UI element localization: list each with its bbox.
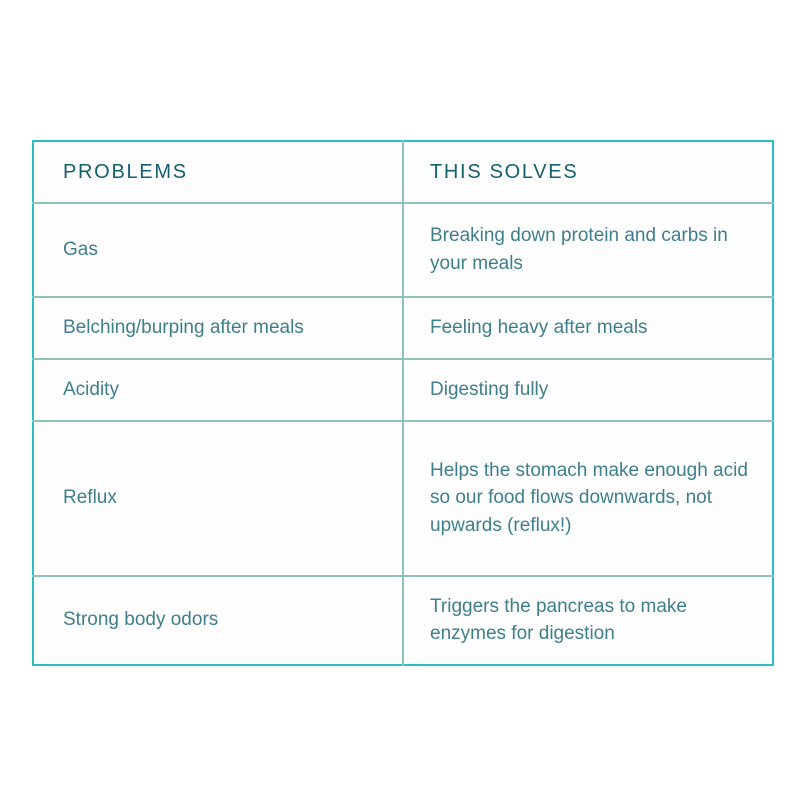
table-row: Strong body odors Triggers the pancreas …	[33, 575, 773, 665]
cell-solution: Digesting fully	[402, 359, 773, 422]
table-row: Reflux Helps the stomach make enough aci…	[33, 420, 773, 577]
solution-text: Helps the stomach make enough acid so ou…	[430, 459, 748, 536]
cell-solution: Helps the stomach make enough acid so ou…	[402, 420, 773, 577]
cell-problem: Gas	[33, 203, 403, 298]
comparison-table: PROBLEMS THIS SOLVES Gas Breaking down p…	[32, 140, 774, 666]
problem-text: Gas	[63, 239, 98, 261]
table-row: Acidity Digesting fully	[33, 359, 773, 422]
solution-text: Digesting fully	[430, 379, 549, 400]
problem-text: Belching/burping after meals	[63, 317, 304, 339]
table-body: Gas Breaking down protein and carbs in y…	[33, 203, 773, 665]
solution-text: Breaking down protein and carbs in your …	[430, 225, 728, 274]
column-header-this-solves: THIS SOLVES	[402, 141, 773, 204]
table-header-row: PROBLEMS THIS SOLVES	[33, 141, 773, 204]
cell-solution: Feeling heavy after meals	[402, 297, 773, 360]
solution-text: Triggers the pancreas to make enzymes fo…	[430, 595, 687, 645]
cell-problem: Belching/burping after meals	[33, 297, 403, 360]
solution-text: Feeling heavy after meals	[430, 317, 648, 339]
problem-text: Acidity	[63, 379, 119, 400]
table-header: PROBLEMS THIS SOLVES	[33, 141, 773, 204]
problem-text: Strong body odors	[63, 609, 219, 631]
column-header-problems: PROBLEMS	[33, 141, 403, 204]
table-row: Gas Breaking down protein and carbs in y…	[33, 203, 773, 298]
problem-text: Reflux	[63, 487, 117, 509]
cell-solution: Triggers the pancreas to make enzymes fo…	[402, 575, 773, 665]
cell-problem: Acidity	[33, 359, 403, 422]
cell-problem: Reflux	[33, 420, 403, 577]
cell-solution: Breaking down protein and carbs in your …	[402, 203, 773, 298]
cell-problem: Strong body odors	[33, 575, 403, 665]
table-row: Belching/burping after meals Feeling hea…	[33, 297, 773, 360]
